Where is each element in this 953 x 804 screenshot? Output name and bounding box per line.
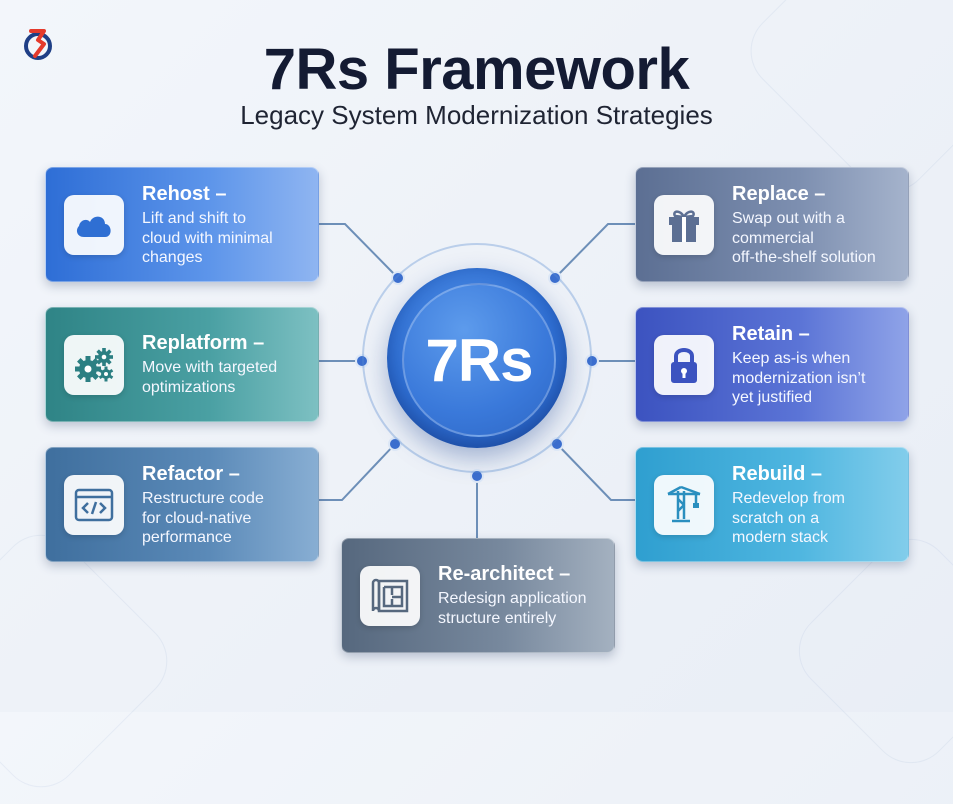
hub-ring: [362, 243, 592, 473]
gift-box-icon: [654, 195, 714, 255]
lock-icon: [654, 335, 714, 395]
card-retain: Retain – Keep as-is when modernization i…: [635, 307, 909, 422]
card-title: Rehost –: [142, 183, 227, 205]
card-title: Replace –: [732, 183, 826, 205]
card-replatform: Replatform – Move with targeted optimiza…: [45, 307, 319, 422]
cloud-icon: [64, 195, 124, 255]
hub-circle: 7Rs: [387, 268, 567, 448]
card-description: Restructure code for cloud-native perfor…: [142, 490, 264, 546]
card-refactor: Refactor – Restructure code for cloud-na…: [45, 447, 319, 562]
card-replace: Replace – Swap out with a commercial off…: [635, 167, 909, 282]
card-title: Rebuild –: [732, 463, 823, 485]
card-rehost: Rehost – Lift and shift to cloud with mi…: [45, 167, 319, 282]
card-description: Lift and shift to cloud with minimal cha…: [142, 210, 273, 266]
connector-replace: [554, 223, 635, 279]
card-title: Refactor –: [142, 463, 240, 485]
card-title: Re-architect –: [438, 563, 571, 585]
hub: 7Rs: [362, 243, 592, 473]
card-description: Redevelop from scratch on a modern stack: [732, 490, 845, 546]
card-description: Swap out with a commercial off-the-shelf…: [732, 210, 876, 266]
hub-core: 7Rs: [402, 283, 556, 437]
card-description: Redesign application structure entirely: [438, 590, 587, 627]
card-rearchitect: Re-architect – Redesign application stru…: [341, 538, 615, 653]
card-title: Retain –: [732, 323, 810, 345]
gears-icon: [64, 335, 124, 395]
code-window-icon: [64, 475, 124, 535]
card-description: Keep as-is when modernization isn’t yet …: [732, 350, 866, 406]
card-rebuild: Rebuild – Redevelop from scratch on a mo…: [635, 447, 909, 562]
blueprint-icon: [360, 566, 420, 626]
hub-label: 7Rs: [425, 326, 533, 394]
page-subtitle: Legacy System Modernization Strategies: [240, 100, 713, 130]
brand-logo-icon: [24, 29, 52, 60]
card-title: Replatform –: [142, 332, 265, 354]
connector-rehost: [317, 223, 399, 279]
connector-rebuild: [556, 443, 635, 501]
crane-icon: [654, 475, 714, 535]
page-title: 7Rs Framework: [263, 37, 690, 102]
card-description: Move with targeted optimizations: [142, 359, 278, 396]
connector-refactor: [317, 443, 396, 501]
